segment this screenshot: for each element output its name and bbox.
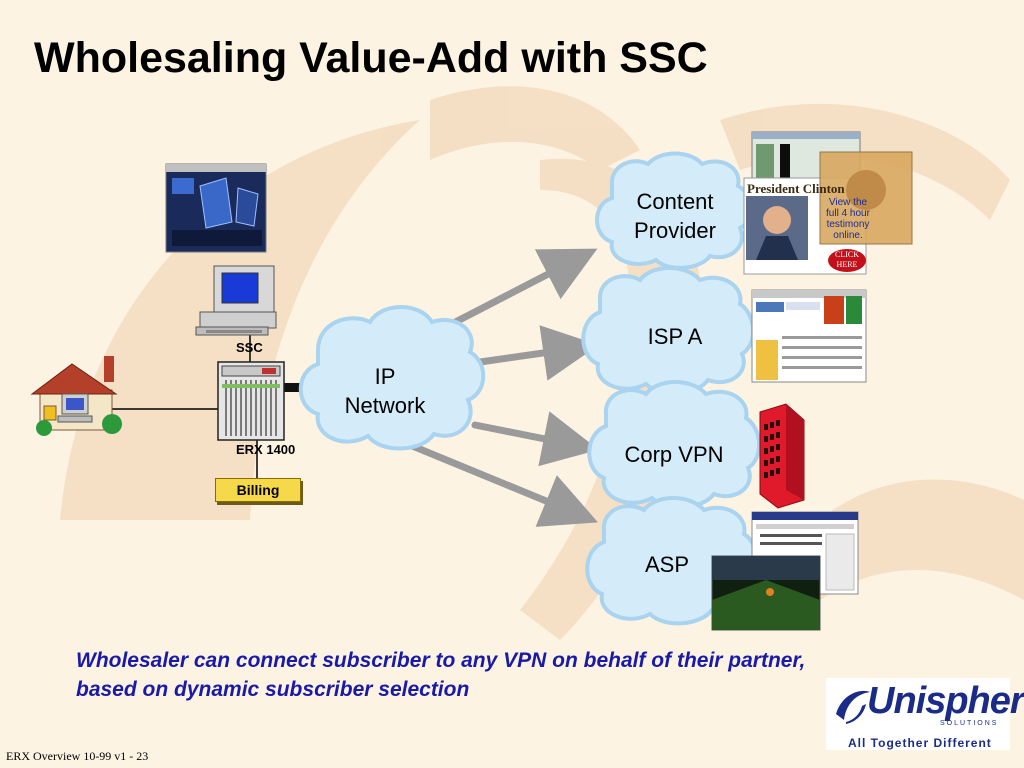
unisphere-swoosh-icon (836, 690, 870, 724)
isp-a-cloud-icon (581, 266, 756, 396)
content-provider-line2: Provider (634, 218, 716, 243)
connection-arrows (406, 248, 599, 527)
clinton-ad-line4: online. (833, 230, 863, 241)
click-line1: CLICK (835, 250, 859, 259)
ip-network-cloud-icon (298, 305, 486, 451)
ip-network-line2: Network (344, 393, 426, 418)
ssc-computer-icon (195, 265, 277, 336)
clinton-ad-line3: testimony (826, 219, 870, 230)
slide-footer: ERX Overview 10-99 v1 - 23 (6, 749, 149, 763)
caption-line2: based on dynamic subscriber selection (76, 678, 470, 701)
ip-network-line1: IP (374, 364, 396, 389)
arrow-to-content-provider (436, 248, 598, 334)
slide-title: Wholesaling Value-Add with SSC (34, 34, 708, 82)
click-line2: HERE (836, 260, 858, 269)
slide-caption: Wholesaler can connect subscriber to any… (76, 646, 976, 704)
logo-background (826, 678, 1010, 750)
unisphere-logo-sub: SOLUTIONS (940, 720, 999, 727)
corp-vpn-label: Corp VPN (624, 442, 724, 467)
asp-game-screenshot (711, 555, 821, 631)
arrow-to-isp-a (476, 325, 599, 381)
arrow-to-asp (406, 441, 598, 527)
corp-vpn-cloud-icon (587, 380, 762, 510)
office-building-icon (759, 403, 805, 509)
ip-network-label: IP Network (330, 362, 440, 420)
subscriber-portal-screenshot (165, 163, 267, 253)
unisphere-tagline: All Together Different (848, 736, 992, 750)
erx-label: ERX 1400 (236, 442, 296, 457)
clinton-ad-title: President Clinton (747, 181, 845, 196)
billing-box: Billing (215, 478, 301, 502)
clinton-ad-line1: View the (828, 197, 868, 208)
content-provider-label: Content Provider (612, 187, 738, 245)
ssc-label: SSC (236, 340, 263, 355)
asp-label: ASP (644, 552, 690, 577)
arrow-to-corp-vpn (471, 411, 599, 467)
house-computer-icon (57, 393, 93, 423)
unisphere-logo: Unisphere (867, 680, 1024, 722)
content-provider-line1: Content (636, 189, 714, 214)
caption-line1: Wholesaler can connect subscriber to any… (76, 649, 806, 672)
clinton-ad-text: View the full 4 hour testimony online. (822, 197, 874, 241)
isp-a-label: ISP A (647, 324, 703, 349)
content-provider-cloud-icon (595, 151, 753, 270)
clinton-click-here-button: CLICK HERE (828, 249, 866, 272)
clinton-ad-line2: full 4 hour (826, 208, 870, 219)
isp-portal-screenshot (751, 289, 867, 383)
router-rack-icon (217, 361, 285, 441)
